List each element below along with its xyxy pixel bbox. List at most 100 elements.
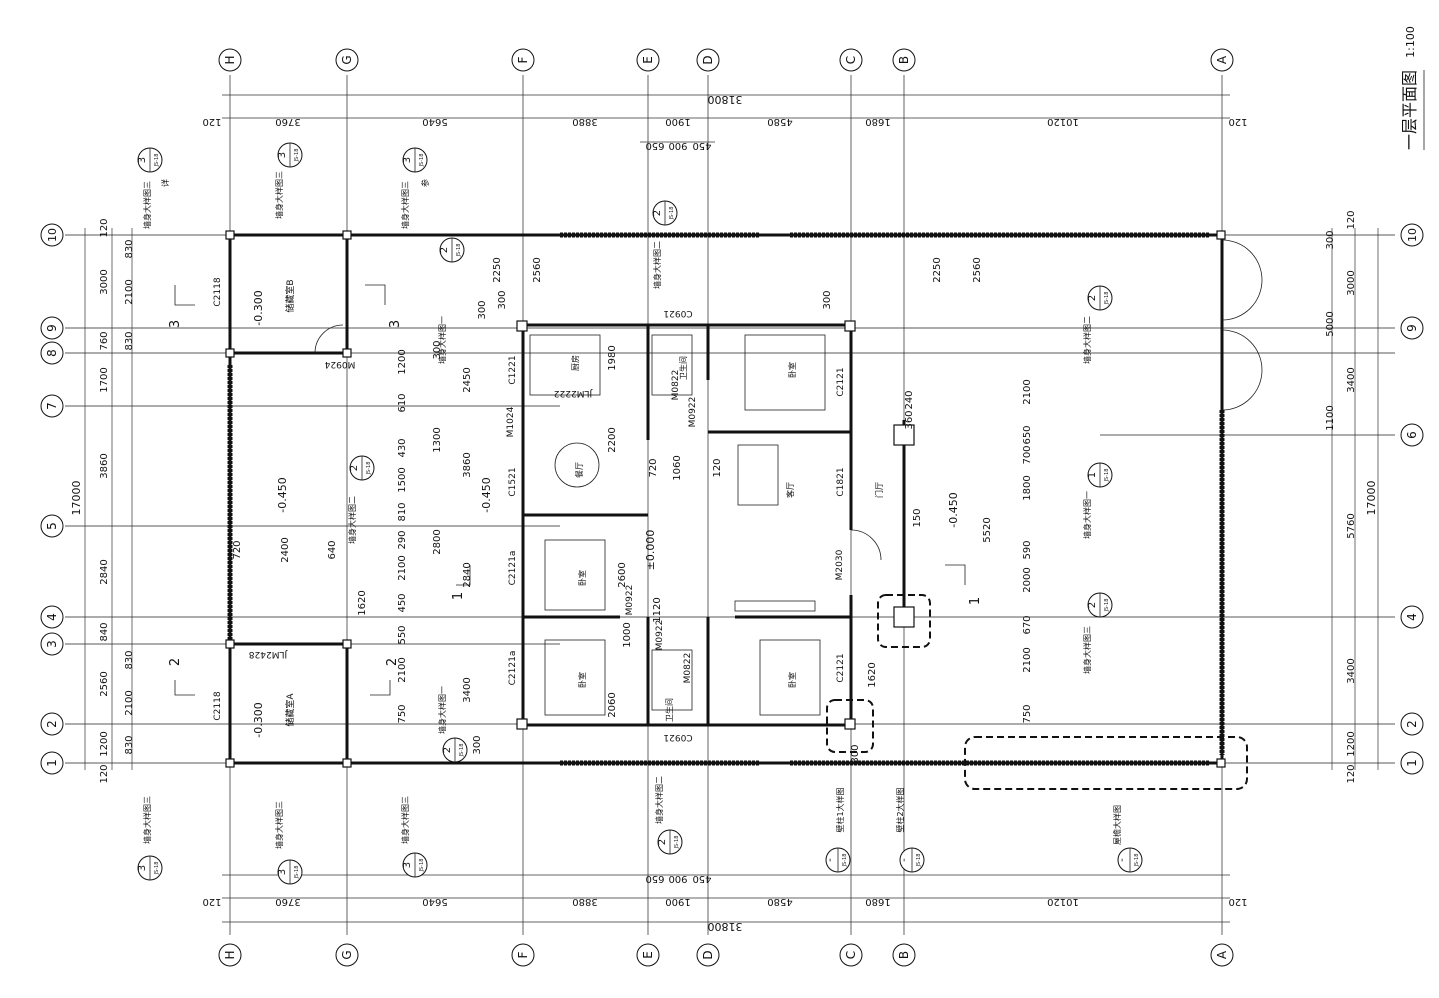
axis-label-f-top: F [516, 56, 530, 63]
door-label-8: M2030 [835, 549, 845, 580]
callout-ref-16: - [899, 858, 910, 862]
note-eave-detail: 屋檐大样图 [1112, 805, 1122, 845]
columns [225, 230, 1226, 768]
inner-dim-label: 2100 [1022, 647, 1033, 672]
level-2: -0.450 [480, 477, 493, 512]
door-label-9: M1024 [506, 406, 516, 437]
inner-dim-label: 650 [1022, 425, 1033, 444]
window-label-3: C1521 [508, 467, 518, 496]
dimensions-left: 17000 120 830 3000 2100 830 760 1700 386… [70, 218, 135, 783]
level-5: -0.300 [252, 702, 265, 737]
note-wall-detail-3-bottom-2: 墙身大样图三 [274, 801, 284, 849]
inner-dim-label: 2840 [462, 562, 473, 587]
dimensions-top: 31800 120 3760 5640 3880 1900 4580 1680 … [202, 93, 1247, 151]
window-label-4: C2121a [508, 551, 518, 586]
inner-dim-label: 5520 [982, 517, 993, 542]
axis-label-1-left: 1 [45, 759, 59, 767]
dim-bottom-4: 1900 [665, 896, 690, 907]
inner-dim-label: 120 [712, 458, 723, 477]
dim-bottom-sub-0: 650 [645, 873, 664, 884]
grid-axes [65, 75, 1395, 935]
inner-dim-label: 1500 [397, 467, 408, 492]
room-bath-2: 卫生间 [664, 698, 674, 722]
dim-right-4: 3400 [1346, 367, 1357, 392]
dim-left-9: 840 [99, 622, 110, 641]
note-wall-detail-1-mid-top: 墙身大样图一 [437, 316, 447, 364]
inner-dim-label: 2800 [432, 529, 443, 554]
inner-dim-label: 2000 [1022, 567, 1033, 592]
note-wall-detail-2-bottom: 墙身大样图二 [654, 776, 664, 824]
axis-bubbles-bottom: H G F E D C B A [218, 943, 1234, 967]
room-dining: 餐厅 [575, 462, 584, 478]
callout-ref-12: 3 [277, 869, 288, 875]
inner-dim-label: 2560 [532, 257, 543, 282]
dim-top-6: 1680 [865, 116, 890, 127]
inner-dim-label: 1300 [432, 427, 443, 452]
dim-left-13: 1200 [99, 731, 110, 756]
note-wall-detail-3-top-1: 墙身大样图三 [142, 181, 152, 229]
door-label-2: JLM2222 [554, 388, 593, 398]
axis-label-7-left: 7 [45, 402, 59, 410]
note-see-1: 详 [160, 179, 170, 187]
inner-dim-label: 2100 [397, 555, 408, 580]
callout-sheet-2: JS-18 [294, 149, 300, 163]
window-label-8: C2121 [836, 653, 846, 682]
dim-bottom-sub-1: 900 [668, 873, 687, 884]
inner-dim-label: 2100 [397, 657, 408, 682]
note-see-2: 参 [420, 179, 430, 187]
room-bath-1: 卫生间 [678, 356, 688, 380]
inner-dim-label: 1800 [1022, 475, 1033, 500]
detail-callouts: 3 JS-18 3 JS-18 3 JS-18 2 JS-18 2 JS-18 … [137, 142, 1143, 885]
drawing-scale: 1:100 [1404, 26, 1417, 58]
level-3: ±0.000 [644, 530, 657, 571]
dim-left-15: 120 [99, 764, 110, 783]
door-label-4: M0922 [688, 397, 698, 428]
axis-label-e-top: E [641, 56, 655, 64]
window-label-10: C0921 [663, 732, 692, 742]
inner-dim-label: 550 [397, 625, 408, 644]
inner-dim-label: 2100 [1022, 379, 1033, 404]
window-label-5: C2121a [508, 651, 518, 686]
section-marks: 3 3 2 2 1 1 [168, 284, 983, 696]
room-labels: 储藏室B 储藏室A 厨房 餐厅 客厅 卧室 卧室 卧室 卧室 卫生间 卫生间 门… [284, 279, 884, 726]
dim-right-0: 120 [1346, 210, 1357, 229]
toilet-fixture-icon [651, 649, 693, 711]
inner-dim-label: 2200 [607, 427, 618, 452]
outer-walls [227, 232, 1225, 766]
dim-right-total: 17000 [1365, 481, 1378, 516]
sofa-icon [737, 444, 779, 506]
detail-notes: 墙身大样图三 墙身大样图三 墙身大样图三 墙身大样图二 墙身大样图二 墙身大样图… [142, 171, 1122, 849]
inner-dim-label: 240 [904, 390, 915, 409]
dim-bottom-7: 10120 [1047, 896, 1079, 907]
axis-label-4-right: 4 [1405, 613, 1419, 621]
callout-ref-1: 3 [137, 157, 148, 163]
dining-table-icon [554, 442, 600, 488]
room-bedroom-2: 卧室 [577, 672, 587, 688]
axis-label-a-bottom: A [1215, 950, 1229, 959]
callout-sheet-16: JS-18 [916, 854, 922, 868]
inner-dim-label: 300 [472, 735, 483, 754]
dim-top-4: 1900 [665, 116, 690, 127]
callout-sheet-5: JS-18 [456, 244, 462, 258]
dim-top-7: 10120 [1047, 116, 1079, 127]
dim-top-0: 120 [202, 116, 221, 127]
callout-sheet-6: JS-18 [366, 462, 372, 476]
dim-left-1: 830 [124, 239, 135, 258]
dim-left-8: 2840 [99, 559, 110, 584]
room-storage-b: 储藏室B [284, 279, 296, 312]
section-mark-3: 2 [385, 658, 400, 666]
inner-dim-label: 2600 [617, 562, 628, 587]
axis-label-8-left: 8 [45, 349, 59, 357]
door-label-0: M0924 [324, 359, 355, 369]
inner-dim-label: 2250 [492, 257, 503, 282]
axis-label-10-right: 10 [1406, 228, 1419, 242]
inner-dim-label: 750 [1022, 704, 1033, 723]
inner-dim-label: 300 [850, 744, 861, 763]
note-wall-detail-3-top-2: 墙身大样图三 [274, 171, 284, 219]
section-mark-4: 1 [451, 592, 466, 600]
callout-sheet-1: JS-18 [154, 154, 160, 168]
callout-sheet-13: JS-18 [419, 859, 425, 873]
inner-dim-label: 2400 [280, 537, 291, 562]
inner-dim-label: 450 [397, 593, 408, 612]
